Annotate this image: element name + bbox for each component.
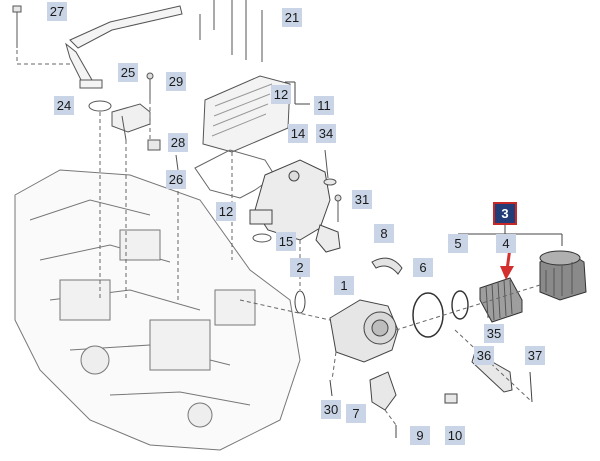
seal-5 [451,290,469,320]
filter-element-4 [479,277,523,323]
callout-6[interactable]: 6 [413,258,433,277]
callout-8[interactable]: 8 [374,224,394,243]
callout-12-lower[interactable]: 12 [216,202,236,221]
callout-24[interactable]: 24 [54,96,74,115]
callout-11[interactable]: 11 [314,96,334,115]
callout-30[interactable]: 30 [321,400,341,419]
callout-34[interactable]: 34 [316,124,336,143]
bolt-27 [12,5,22,48]
bolt-31 [334,194,342,222]
housing-14 [249,159,341,253]
callout-1[interactable]: 1 [334,276,354,295]
callout-26[interactable]: 26 [166,170,186,189]
callout-36[interactable]: 36 [474,346,494,365]
leader-lines [16,50,541,426]
callout-12-upper[interactable]: 12 [271,85,291,104]
cooler-bolts [199,0,263,62]
bolt-29 [146,72,154,100]
housing-1 [329,299,399,363]
callout-3-highlighted[interactable]: 3 [493,202,517,225]
seal-24 [88,100,112,112]
callout-31[interactable]: 31 [352,190,372,209]
bracket-25 [111,103,151,141]
engine-block [14,169,301,451]
callout-4[interactable]: 4 [496,234,516,253]
callout-2[interactable]: 2 [290,258,310,277]
filter-cap-3 [539,250,587,301]
callout-5[interactable]: 5 [448,234,468,253]
seal-6 [412,292,444,338]
callout-28[interactable]: 28 [168,133,188,152]
seal-15 [252,233,272,243]
part-28 [147,139,161,151]
ring-2 [294,290,306,314]
callout-21[interactable]: 21 [282,8,302,27]
bracket-12-11 [285,81,310,105]
callout-14[interactable]: 14 [288,124,308,143]
callout-29[interactable]: 29 [166,72,186,91]
callout-10[interactable]: 10 [445,426,465,445]
callout-37[interactable]: 37 [525,346,545,365]
callout-15[interactable]: 15 [276,232,296,251]
part-34 [323,149,337,186]
callout-27[interactable]: 27 [47,2,67,21]
callout-35[interactable]: 35 [484,324,504,343]
bolt-26 [175,154,179,171]
callout-9[interactable]: 9 [410,426,430,445]
callout-7[interactable]: 7 [346,404,366,423]
oil-pipe [65,5,183,89]
callout-25[interactable]: 25 [118,63,138,82]
clip-8 [371,257,403,275]
